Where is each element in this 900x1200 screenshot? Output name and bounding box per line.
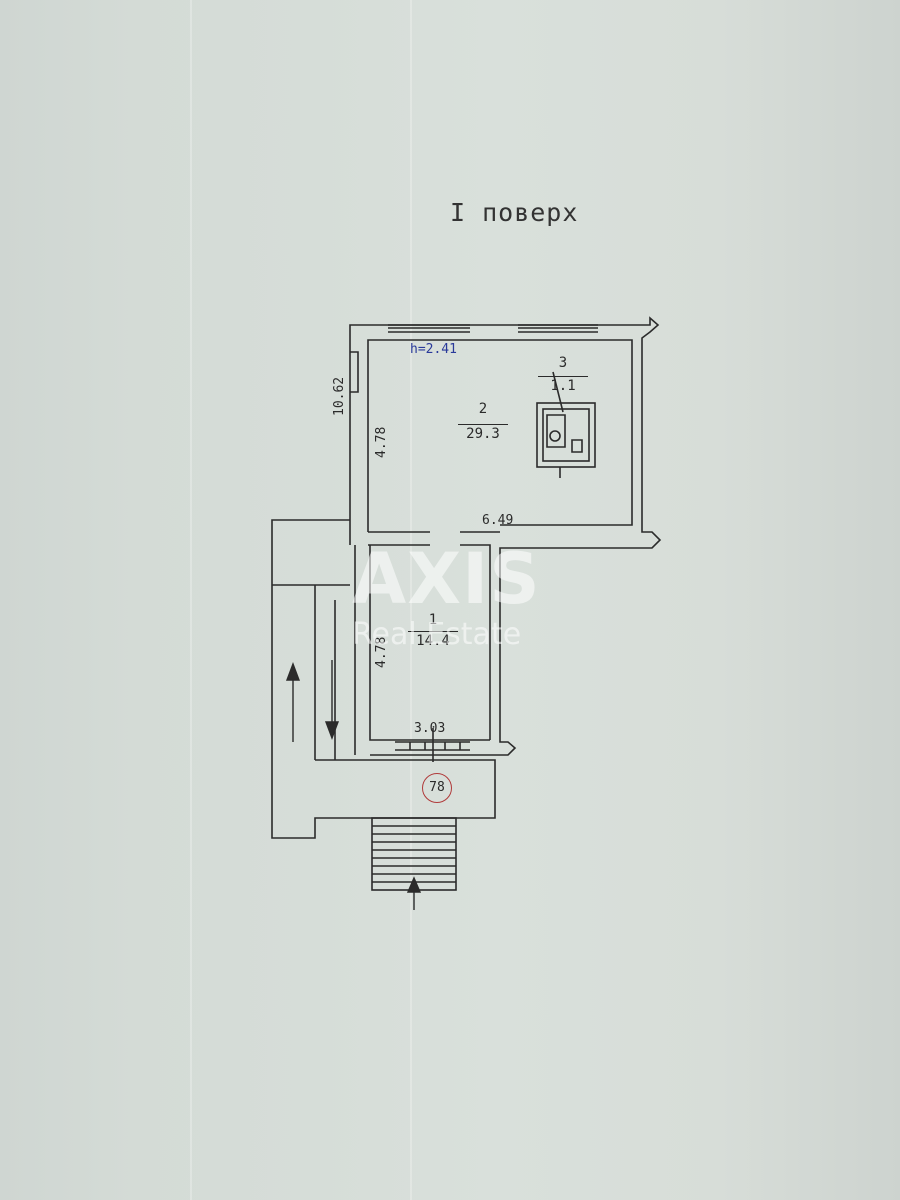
entrance-stairs bbox=[371, 817, 457, 891]
window bbox=[388, 324, 470, 333]
floor-title: I поверх bbox=[450, 198, 579, 227]
room3-area: 1.1 bbox=[538, 376, 588, 394]
room3-number: 3 bbox=[558, 355, 568, 371]
watermark-brand: AXIS bbox=[352, 538, 541, 620]
room1-inner-wall bbox=[369, 545, 490, 741]
room2-depth-dimension: 4.78 bbox=[374, 426, 389, 458]
bathroom-wall bbox=[536, 402, 596, 468]
room2-width-dimension: 6.49 bbox=[482, 513, 514, 528]
room1-width-dimension: 3.03 bbox=[414, 721, 446, 736]
porch bbox=[271, 519, 496, 839]
paper-fold bbox=[190, 0, 192, 1200]
window bbox=[518, 324, 598, 333]
overall-depth-dimension: 10.62 bbox=[332, 376, 347, 416]
room2-outer-wall bbox=[349, 316, 662, 756]
watermark-subtitle: Real Estate bbox=[352, 617, 522, 652]
window bbox=[350, 351, 359, 393]
bathroom-inner bbox=[542, 408, 590, 462]
room2-partition bbox=[368, 531, 500, 740]
entrance-door bbox=[395, 728, 470, 762]
room2-area: 29.3 bbox=[458, 424, 508, 442]
room1-area: 14.4 bbox=[408, 631, 458, 649]
room3-leader bbox=[552, 371, 564, 478]
ceiling-height: h=2.41 bbox=[410, 342, 457, 357]
room2-number: 2 bbox=[478, 401, 488, 417]
building-number-stamp: 78 bbox=[422, 773, 452, 803]
room2-inner-wall bbox=[367, 339, 633, 532]
room1-number: 1 bbox=[428, 612, 438, 628]
toilet-icon bbox=[549, 430, 561, 442]
paper-fold bbox=[410, 0, 412, 1200]
bathroom-fixtures bbox=[546, 414, 583, 453]
